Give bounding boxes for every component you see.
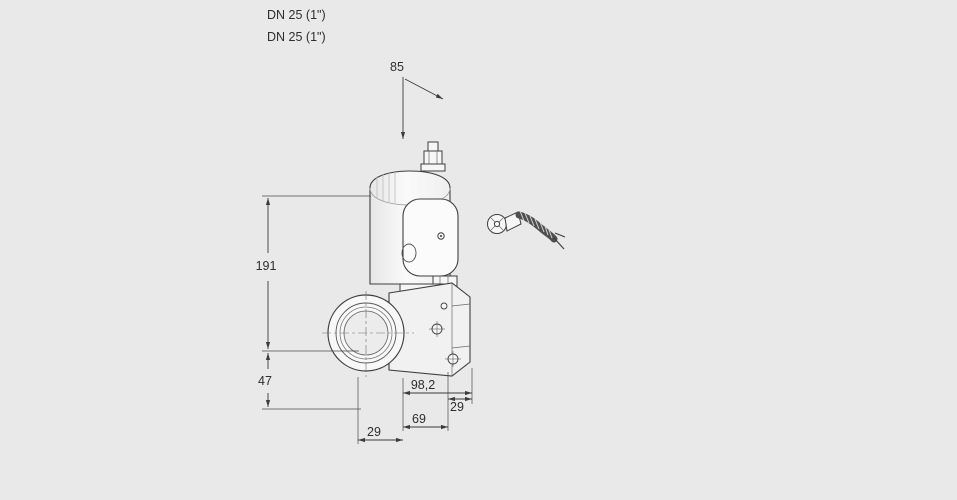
dn-label-bottom: DN 25 (1") [267, 30, 326, 44]
connector-plug-figure [487, 210, 566, 250]
dimension-lower-height: 47 [258, 353, 361, 410]
cable-texture [519, 210, 553, 239]
dim-29-bottom-label: 29 [367, 425, 381, 439]
dim-29-right-label: 29 [450, 400, 464, 414]
dimension-depth-mid: 69 [403, 412, 448, 430]
dimension-top-width: 85 [390, 60, 444, 139]
dim-85-label: 85 [390, 60, 404, 74]
valve-top-nipple [420, 141, 446, 172]
dimension-depth-right: 29 [448, 396, 472, 414]
dn-label-top: DN 25 (1") [267, 8, 326, 22]
dim-47-label: 47 [258, 374, 272, 388]
wire-tail-upper [554, 232, 566, 238]
coil-hood-cover [401, 198, 459, 277]
wire-tail-lower [553, 237, 565, 250]
dimension-overall-height: 191 [256, 195, 371, 352]
valve-body [388, 282, 471, 377]
flange-opening [322, 291, 414, 377]
pipe-size-labels: DN 25 (1") DN 25 (1") [267, 8, 326, 44]
dimension-depth-bottom: 29 [358, 425, 403, 443]
solenoid-valve-figure [322, 141, 471, 377]
hood-side-ring [401, 243, 417, 263]
dimension-depth-total: 98,2 [403, 378, 472, 396]
dim-69-label: 69 [412, 412, 426, 426]
bottom-extension-lines [357, 368, 473, 444]
cable [515, 210, 566, 250]
dim-98-2-label: 98,2 [411, 378, 435, 392]
body-bolts [429, 302, 461, 367]
dim-191-label: 191 [256, 259, 277, 273]
